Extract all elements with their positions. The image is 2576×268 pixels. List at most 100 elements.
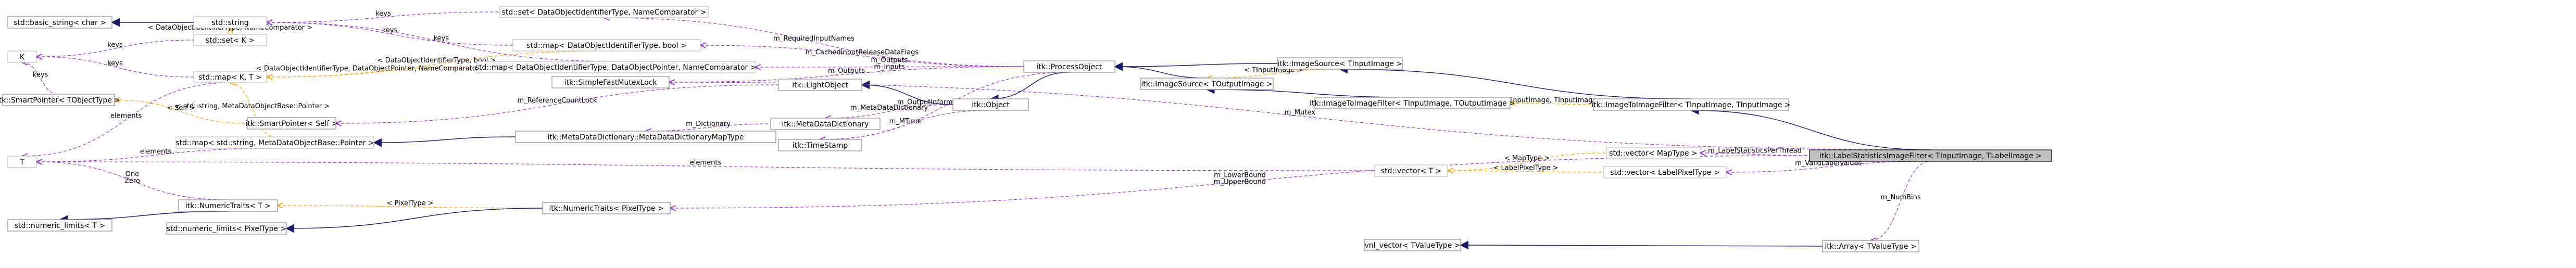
node-timestamp[interactable]: itk::TimeStamp (778, 139, 862, 151)
edge-line (861, 80, 953, 105)
node-numeric-limits-pixel[interactable]: std::numeric_limits< PixelType > (166, 222, 287, 235)
edge-line (1700, 153, 1810, 156)
node-image-to-image-filter-to[interactable]: itk::ImageToImageFilter< TInputImage, TO… (1310, 97, 1515, 109)
node-set-K[interactable]: std::set< K > (193, 34, 267, 46)
node-vnl-vector[interactable]: vnl_vector< TValueType > (1364, 239, 1461, 251)
node-box (551, 76, 670, 88)
edge-line (373, 136, 516, 147)
edge-label: m_UpperBound (1214, 178, 1266, 186)
edge-line (1726, 161, 1931, 172)
node-process-object[interactable]: itk::ProcessObject (1023, 60, 1115, 73)
edge-numeric_limits_T-to-numeric_traits_T (59, 211, 229, 224)
node-label: itk::MetaDataDictionary::MetaDataDiction… (547, 133, 744, 142)
node-numeric-limits-T[interactable]: std::numeric_limits< T > (7, 219, 112, 232)
node-map-metadata[interactable]: std::map< std::string, MetaDataObjectBas… (175, 136, 374, 149)
edge-line (267, 22, 616, 62)
node-image-source-input[interactable]: itk::ImageSource< TInputImage > (1277, 57, 1403, 70)
edge-line (1510, 103, 1594, 105)
edge-line (22, 62, 59, 95)
edge-line (278, 206, 543, 209)
edge-label: < DataObjectIdentifierType, DataObjectPo… (256, 65, 487, 73)
node-smartpointer-self[interactable]: itk::SmartPointer< Self > (245, 117, 338, 130)
node-vector-T[interactable]: std::vector< T > (1374, 164, 1448, 177)
node-box (476, 61, 756, 73)
node-map-bool[interactable]: std::map< DataObjectIdentifierType, bool… (512, 39, 701, 52)
node-K[interactable]: K (7, 50, 37, 63)
edge-line (1207, 69, 1340, 78)
node-T[interactable]: T (7, 156, 37, 168)
edge-label: m_ReferenceCountLock (518, 97, 597, 105)
node-box (247, 117, 336, 130)
edge-metadata_dictionary-to-object: m_MetaDataDictionary (825, 104, 953, 118)
edge-image_to_image_filter_to-to-image_to_image_filter_ti: < TInputImage, TInputImage > (1499, 97, 1604, 105)
node-string[interactable]: std::string (193, 16, 267, 29)
node-numeric-traits-pixel[interactable]: itk::NumericTraits< PixelType > (542, 202, 671, 214)
edge-label: m_Dictionary (686, 120, 731, 128)
edge-itk_array-to-label_statistics: m_NumBins (1871, 161, 1931, 240)
edge-mutex_lock-to-label_statistics: m_Mutex (669, 82, 1931, 150)
node-image-to-image-filter-ti[interactable]: itk::ImageToImageFilter< TInputImage, TI… (1591, 98, 1791, 111)
node-mutex-lock[interactable]: itk::SimpleFastMutexLock (551, 76, 670, 88)
node-box (1314, 97, 1511, 109)
node-box (7, 50, 37, 63)
edge-line (285, 208, 543, 233)
node-label: itk::MetaDataDictionary (782, 120, 869, 129)
node-vector-labelpixel[interactable]: std::vector< LabelPixelType > (1603, 166, 1727, 178)
node-label: std::map< DataObjectIdentifierType, bool… (526, 42, 687, 50)
node-image-source-output[interactable]: itk::ImageSource< TOutputImage > (1140, 78, 1274, 90)
node-box (166, 222, 287, 235)
node-box (2, 94, 115, 106)
edge-process_object-to-image_source_output (1114, 62, 1207, 79)
node-set-comparator[interactable]: std::set< DataObjectIdentifierType, Name… (499, 6, 709, 18)
edge-vector_maptype-to-label_statistics: m_LabelStatisticsPerThread (1700, 147, 1810, 156)
node-box (7, 16, 112, 29)
node-label: std::string (211, 19, 248, 27)
edge-label: < MapType > (1504, 155, 1550, 162)
node-smartpointer-T[interactable]: itk::SmartPointer< TObjectType > (0, 94, 120, 106)
node-numeric-traits-T[interactable]: itk::NumericTraits< T > (178, 199, 278, 212)
edge-label: < LabelPixelType > (1493, 164, 1558, 172)
node-box (1374, 164, 1448, 177)
node-label: std::map< std::string, MetaDataObjectBas… (175, 139, 374, 147)
node-basic-string[interactable]: std::basic_string< char > (7, 16, 112, 29)
node-vector-maptype[interactable]: std::vector< MapType > (1606, 147, 1701, 159)
edge-label: keys (382, 27, 398, 34)
node-box (175, 136, 374, 149)
node-label: itk::Object (972, 101, 1010, 109)
node-itk-array[interactable]: itk::Array< TValueType > (1822, 240, 1919, 252)
node-label: std::vector< MapType > (1609, 149, 1698, 158)
edge-string-to-set_comparator: keys (267, 10, 500, 22)
node-metadata-dictionary-map[interactable]: itk::MetaDataDictionary::MetaDataDiction… (515, 131, 776, 143)
node-box (770, 118, 881, 130)
node-box (193, 34, 267, 46)
node-label: T (19, 158, 24, 167)
node-box (512, 39, 701, 52)
node-box (1277, 57, 1403, 70)
node-metadata-dictionary[interactable]: itk::MetaDataDictionary (770, 118, 881, 130)
edge-K-to-map_KT: keys (36, 57, 194, 78)
edge-label: elements (140, 148, 172, 156)
node-label: itk::SmartPointer< TObjectType > (0, 96, 120, 105)
edges-layer: keys keys keys < DataObjectIdentifierType, … (22, 10, 1931, 250)
nodes-layer: std::basic_string< char >std::stringstd:… (0, 6, 2052, 252)
node-light-object[interactable]: itk::LightObject (778, 79, 862, 91)
edge-smartpointer_T-to-smartpointer_self: < Self > (115, 100, 248, 124)
node-label: itk::LabelStatisticsImageFilter< TInputI… (1819, 152, 2042, 160)
node-box (1593, 98, 1789, 111)
node-object[interactable]: itk::Object (952, 98, 1029, 111)
node-label: itk::ProcessObject (1037, 63, 1102, 71)
edge-label: m_NumBins (1880, 194, 1921, 201)
node-label: std::numeric_limits< PixelType > (167, 225, 286, 233)
edge-object-to-process_object (989, 72, 1070, 104)
edge-label: keys (33, 71, 48, 79)
edge-image_to_image_filter_ti-to-label_statistics (1690, 106, 1931, 150)
node-map-pointer[interactable]: std::map< DataObjectIdentifierType, Data… (475, 61, 757, 73)
edge-label: Zero (124, 177, 140, 185)
node-label-statistics: itk::LabelStatisticsImageFilter< TInputI… (1809, 149, 2052, 162)
node-box (7, 156, 37, 168)
edge-label: m_MetaDataDictionary (850, 104, 928, 112)
node-map-KT[interactable]: std::map< K, T > (193, 71, 267, 83)
node-box (1822, 240, 1919, 252)
node-box (7, 219, 112, 232)
